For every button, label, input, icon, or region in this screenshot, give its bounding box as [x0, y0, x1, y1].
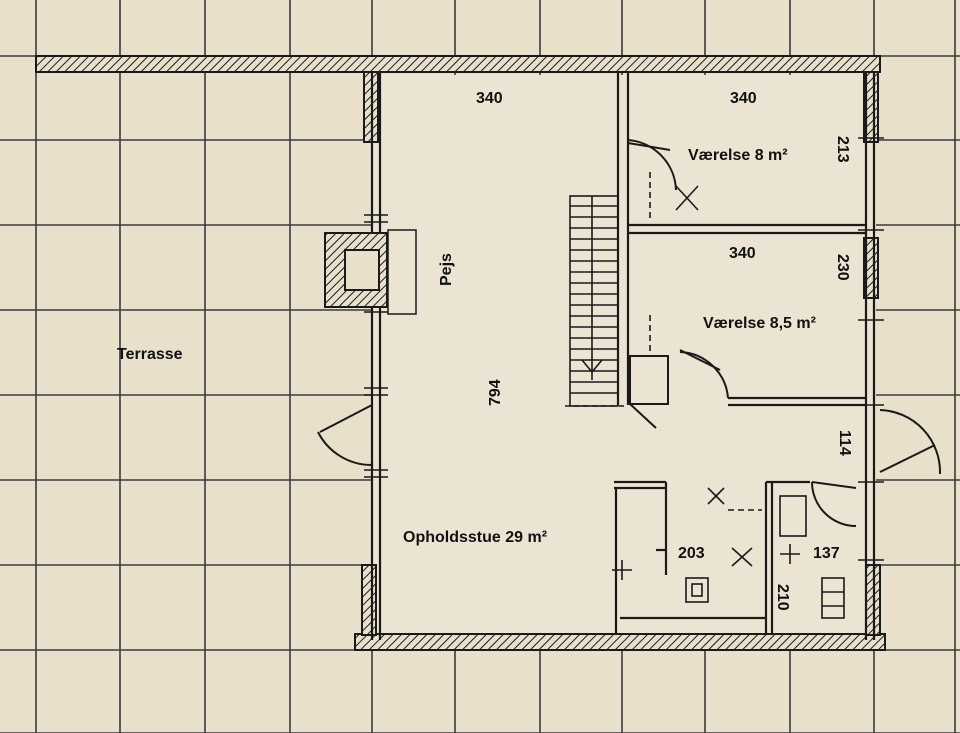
dim-bedroom-b-depth: 230	[834, 254, 851, 281]
outer-walls	[35, 55, 886, 651]
house-floor	[372, 75, 876, 640]
dim-living-width: 340	[476, 90, 503, 107]
dim-bath-width: 137	[813, 545, 840, 562]
fireplace-label: Pejs	[438, 253, 455, 286]
dim-kitchen-width: 203	[678, 545, 705, 562]
doors	[317, 139, 942, 527]
dim-bath-depth: 210	[774, 584, 791, 611]
top-wall	[35, 55, 881, 73]
bottom-wall	[354, 633, 886, 651]
fixtures	[612, 172, 845, 619]
living-room-label: Opholdsstue 29 m²	[403, 529, 547, 546]
dim-bedroom-a-width: 340	[730, 90, 757, 107]
fireplace	[324, 229, 417, 315]
window-marks	[364, 137, 884, 561]
terrace-label: Terrasse	[117, 346, 183, 363]
dim-bedroom-b-width: 340	[729, 245, 756, 262]
dim-entry-depth: 114	[836, 430, 853, 456]
left-wall-bottom	[361, 564, 377, 636]
bedroom-b-label: Værelse 8,5 m²	[703, 315, 816, 332]
staircase	[565, 195, 625, 407]
bedroom-a-label: Værelse 8 m²	[688, 147, 788, 164]
dim-living-length: 794	[487, 379, 504, 406]
dim-bedroom-a-depth: 213	[834, 136, 851, 163]
